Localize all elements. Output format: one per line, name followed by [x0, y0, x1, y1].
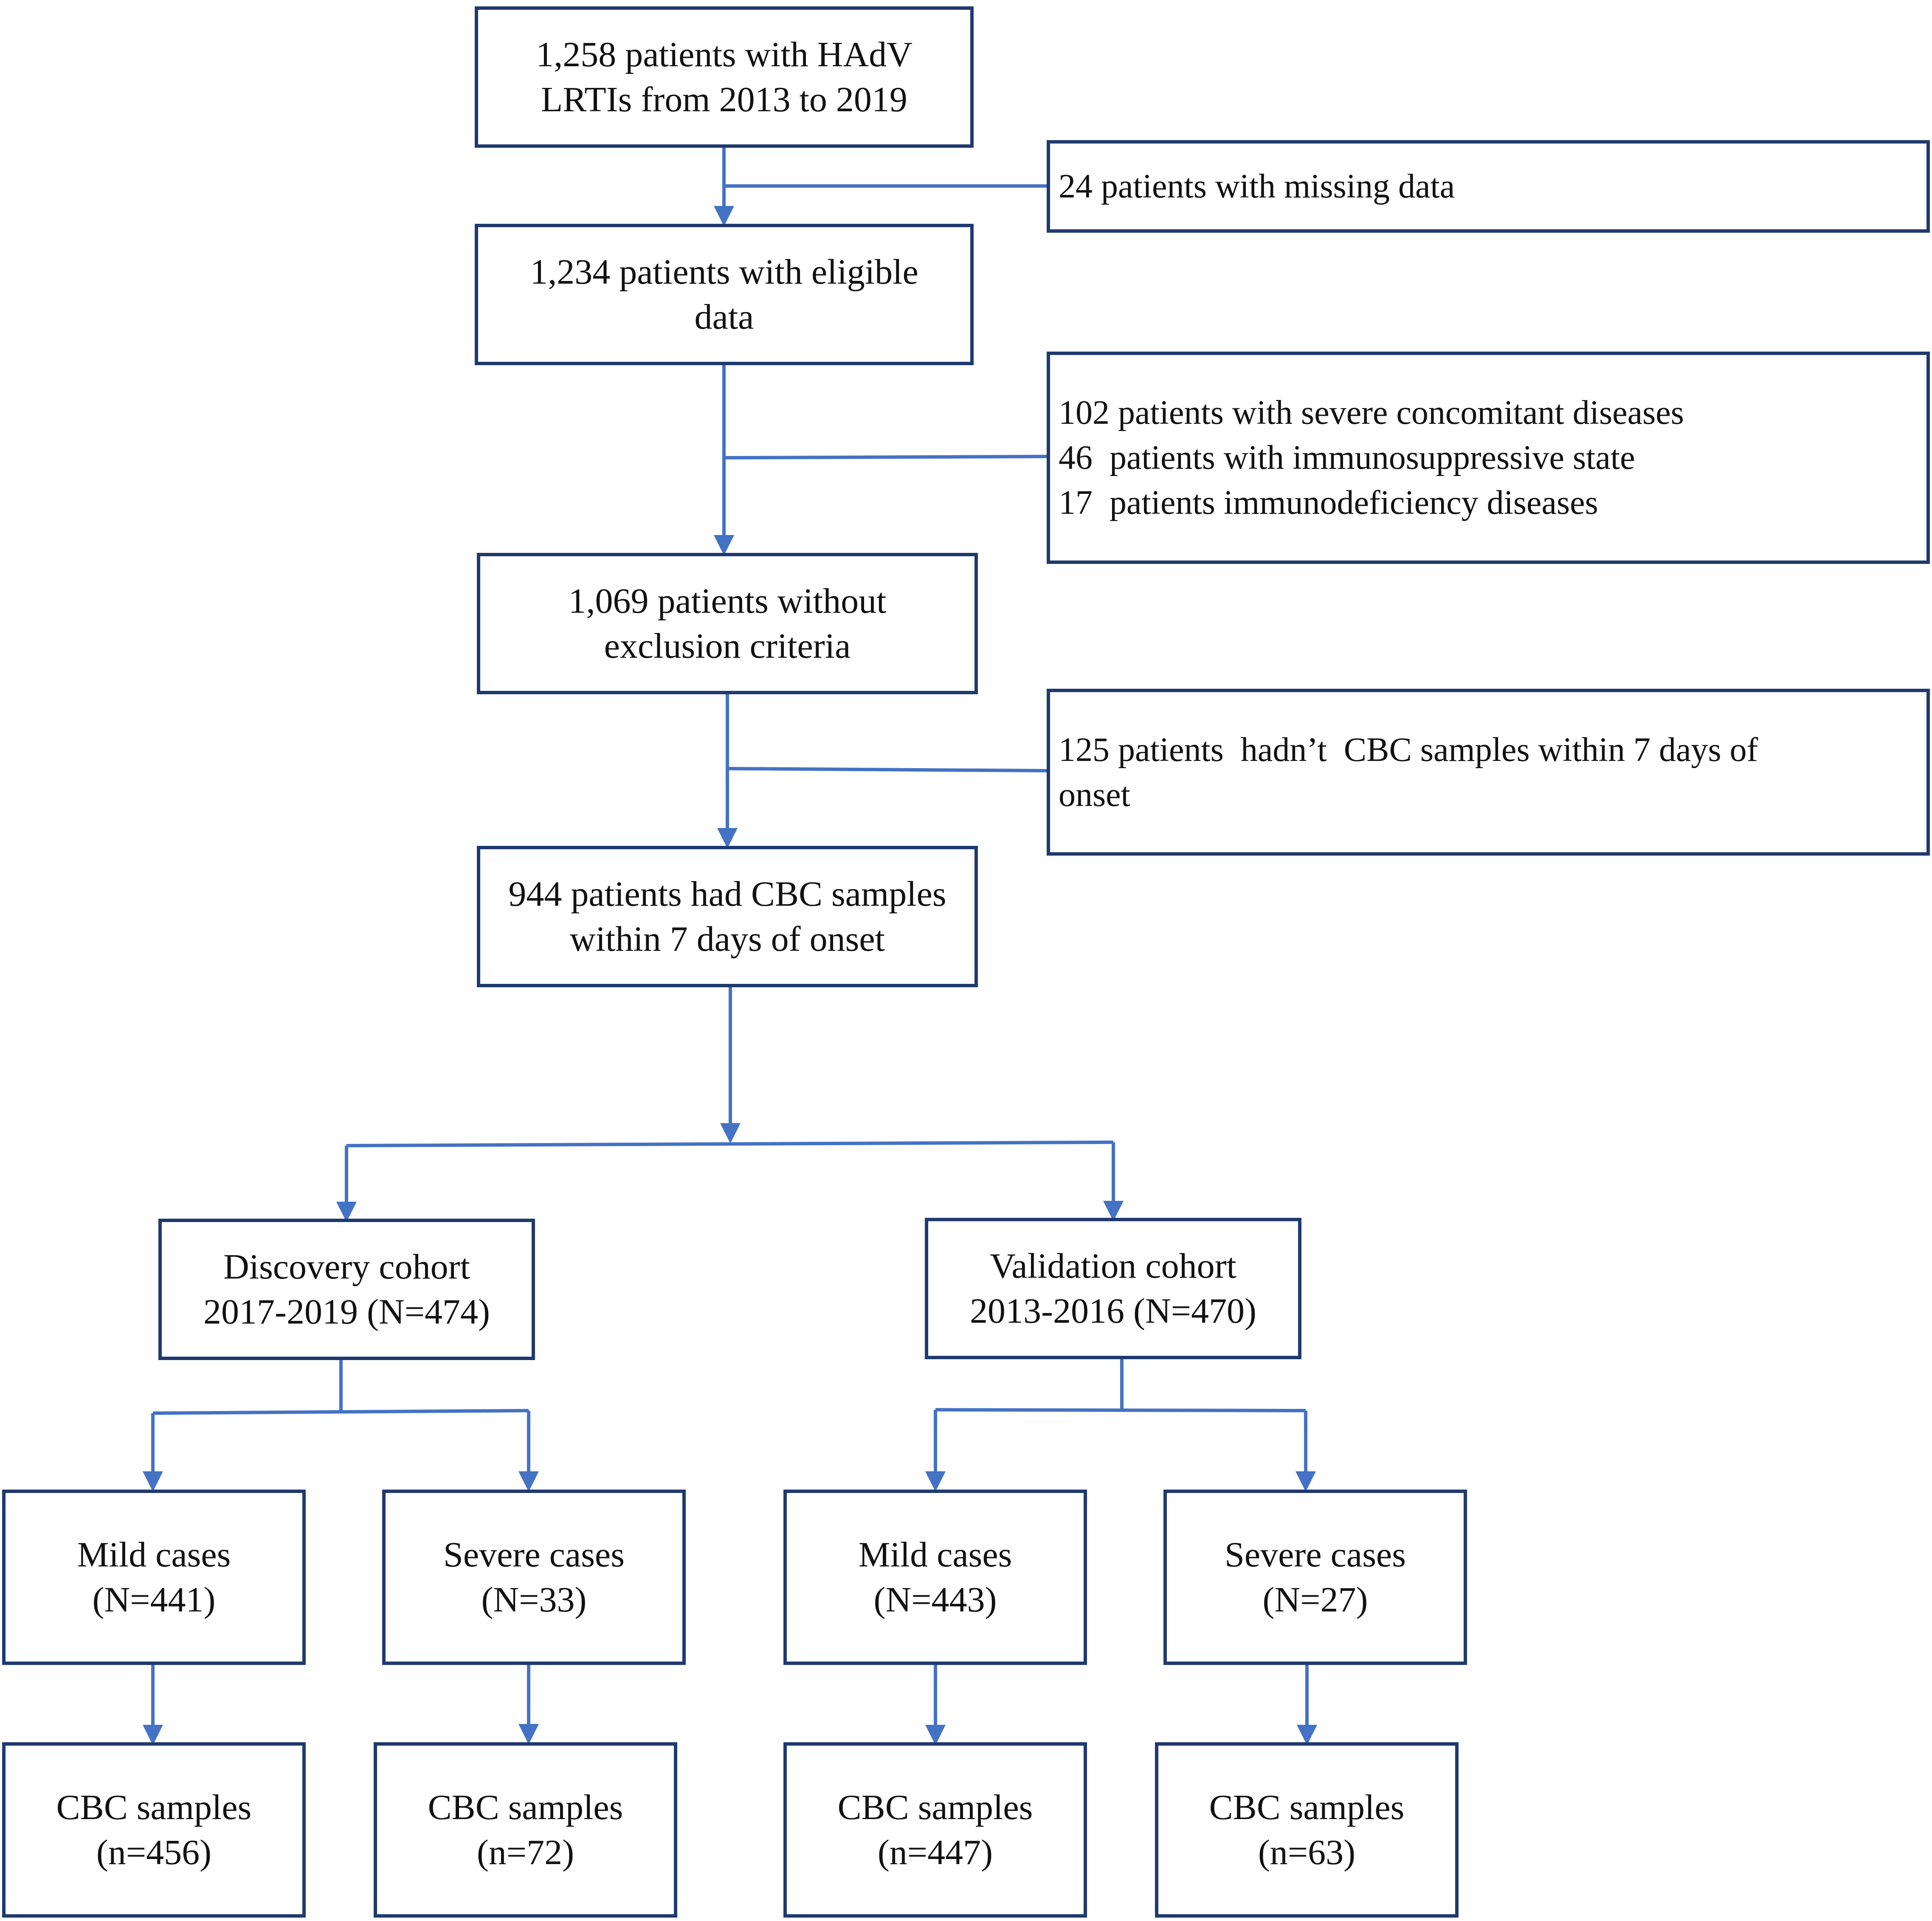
exclusion-missing-line-1: 24 patients with missing data: [1059, 168, 1455, 205]
box-disc-severe-cbc-line-1: CBC samples: [428, 1787, 623, 1827]
exclusion-no-cbc-line-1: 125 patients hadn’t CBC samples within 7…: [1059, 731, 1758, 769]
box-cbc-within-7-days-line-1: 944 patients had CBC samples: [508, 874, 946, 914]
box-start-line-2: LRTIs from 2013 to 2019: [541, 79, 907, 119]
box-discovery-mild-cases: Mild cases (N=441): [2, 1490, 306, 1665]
box-exclusion-no-cbc: 125 patients hadn’t CBC samples within 7…: [1047, 689, 1930, 856]
box-val-severe-line-2: (N=27): [1262, 1580, 1368, 1620]
box-discovery-severe-cases: Severe cases (N=33): [382, 1490, 686, 1665]
box-val-mild-line-1: Mild cases: [858, 1535, 1012, 1575]
box-no-exclusion: 1,069 patients without exclusion criteri…: [477, 553, 978, 694]
box-discovery-line-2: 2017-2019 (N=474): [203, 1292, 490, 1332]
box-validation-severe-cbc-samples: CBC samples (n=63): [1155, 1742, 1459, 1918]
box-val-mild-cbc-line-1: CBC samples: [837, 1787, 1033, 1827]
box-exclusion-missing: 24 patients with missing data: [1047, 140, 1930, 233]
box-exclusion-concomitant: 102 patients with severe concomitant dis…: [1047, 352, 1930, 564]
box-val-mild-line-2: (N=443): [873, 1580, 997, 1620]
box-val-mild-cbc-line-2: (n=447): [877, 1832, 993, 1872]
connector-validation-split: [935, 1408, 1306, 1412]
box-val-severe-cbc-line-2: (n=63): [1258, 1832, 1356, 1872]
connector-cohort-split: [346, 1141, 1114, 1147]
box-disc-mild-cbc-line-1: CBC samples: [56, 1787, 252, 1827]
box-val-severe-cbc-line-1: CBC samples: [1209, 1787, 1405, 1827]
box-disc-severe-cbc-line-2: (n=72): [476, 1832, 575, 1872]
box-validation-line-2: 2013-2016 (N=470): [970, 1291, 1256, 1331]
box-validation-severe-cases: Severe cases (N=27): [1163, 1490, 1467, 1665]
box-discovery-line-1: Discovery cohort: [223, 1247, 470, 1287]
box-validation-line-1: Validation cohort: [990, 1246, 1236, 1286]
box-eligible: 1,234 patients with eligible data: [475, 224, 974, 365]
box-discovery-severe-cbc-samples: CBC samples (n=72): [374, 1742, 677, 1918]
box-val-severe-line-1: Severe cases: [1225, 1535, 1406, 1575]
box-disc-severe-line-1: Severe cases: [443, 1535, 625, 1575]
exclusion-no-cbc-line-2: onset: [1059, 776, 1130, 814]
box-disc-mild-line-1: Mild cases: [77, 1535, 231, 1575]
box-eligible-line-2: data: [694, 297, 754, 337]
box-discovery-mild-cbc-samples: CBC samples (n=456): [2, 1742, 306, 1918]
box-disc-mild-line-2: (N=441): [92, 1580, 216, 1620]
exclusion-concomitant-line-2: 46 patients with immunosuppressive state: [1059, 439, 1635, 476]
box-cbc-within-7-days-line-2: within 7 days of onset: [570, 919, 885, 959]
box-start-line-1: 1,258 patients with HAdV: [536, 34, 912, 74]
box-validation-mild-cbc-samples: CBC samples (n=447): [783, 1742, 1087, 1918]
box-disc-severe-line-2: (N=33): [481, 1580, 587, 1620]
connector-discovery-split: [152, 1409, 529, 1415]
box-no-exclusion-line-2: exclusion criteria: [604, 626, 851, 666]
box-validation-mild-cases: Mild cases (N=443): [783, 1490, 1087, 1665]
box-disc-mild-cbc-line-2: (n=456): [96, 1832, 212, 1872]
connector-to-no-cbc-exclusion: [727, 767, 1047, 772]
exclusion-concomitant-line-3: 17 patients immunodeficiency diseases: [1059, 484, 1598, 521]
box-eligible-line-1: 1,234 patients with eligible: [530, 252, 918, 292]
box-cbc-within-7-days: 944 patients had CBC samples within 7 da…: [477, 846, 978, 987]
box-validation-cohort: Validation cohort 2013-2016 (N=470): [925, 1218, 1301, 1359]
box-no-exclusion-line-1: 1,069 patients without: [568, 581, 887, 621]
box-discovery-cohort: Discovery cohort 2017-2019 (N=474): [158, 1219, 535, 1360]
exclusion-concomitant-line-1: 102 patients with severe concomitant dis…: [1059, 394, 1684, 431]
box-start: 1,258 patients with HAdV LRTIs from 2013…: [475, 6, 974, 148]
connector-to-concomitant-exclusion: [724, 455, 1047, 459]
